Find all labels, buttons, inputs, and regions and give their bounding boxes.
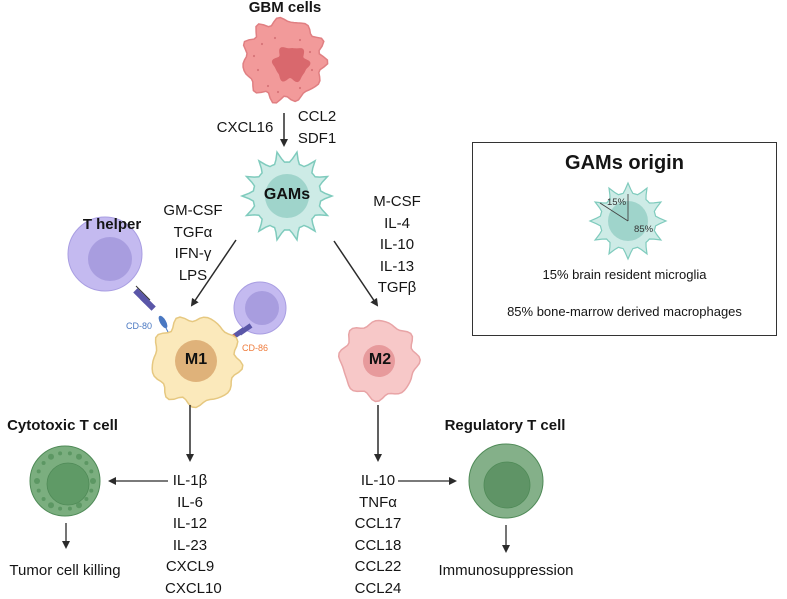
t-helper-2-nucleus	[245, 291, 279, 325]
signal-item: IL-4	[362, 213, 432, 235]
gbm-left-signal: CXCL16	[215, 117, 275, 139]
gams-origin-macrophage-text: 85% bone-marrow derived macrophages	[472, 302, 777, 322]
cytotoxic-outcome: Tumor cell killing	[0, 561, 130, 581]
granule	[261, 43, 263, 45]
granule	[68, 451, 72, 455]
signal-item: IL-13	[362, 256, 432, 278]
granule	[299, 39, 301, 41]
granule	[311, 69, 313, 71]
granule	[48, 502, 54, 508]
cd86-label: CD-86	[242, 343, 268, 353]
granule	[68, 507, 72, 511]
granule	[84, 497, 88, 501]
granule	[277, 91, 279, 93]
cytokine-item: IL-10	[353, 470, 403, 492]
granule	[42, 497, 46, 501]
granule	[257, 69, 259, 71]
signal-item: M-CSF	[362, 191, 432, 213]
regulatory-t-cell-label: Regulatory T cell	[430, 416, 580, 436]
cytokine-item: IL-12	[165, 513, 215, 535]
signal-item: IFN-γ	[158, 243, 228, 265]
t-helper-cell-nucleus	[88, 237, 132, 281]
signal-item: TGFα	[158, 222, 228, 244]
gams-label: GAMs	[254, 186, 320, 204]
cytotoxic-t-cell	[30, 446, 100, 516]
granule	[274, 37, 276, 39]
signal-item: SDF1	[292, 128, 342, 150]
signal-item: IL-10	[362, 234, 432, 256]
t-helper-cell-2	[234, 282, 286, 334]
granule	[37, 469, 41, 473]
cytokine-item: CCL22	[353, 556, 403, 578]
cytokine-item: IL-6	[165, 492, 215, 514]
gbm-cells-label: GBM cells	[235, 0, 335, 18]
gams-origin-title: GAMs origin	[472, 150, 777, 176]
granule	[84, 461, 88, 465]
granule	[89, 469, 93, 473]
regulatory-t-cell-nucleus	[484, 462, 530, 508]
signal-item: TGFβ	[362, 277, 432, 299]
granule	[76, 454, 82, 460]
granule	[42, 461, 46, 465]
m2-label: M2	[360, 351, 400, 369]
m2-inducers: M-CSF IL-4 IL-10 IL-13 TGFβ	[362, 191, 432, 299]
granule	[58, 507, 62, 511]
m1-inducers: GM-CSF TGFα IFN-γ LPS	[158, 200, 228, 286]
cytokine-item: IL-1β	[165, 470, 215, 492]
granule	[34, 478, 40, 484]
gams-origin-microglia-text: 15% brain resident microglia	[472, 265, 777, 285]
regulatory-t-cell	[469, 444, 543, 518]
granule	[253, 55, 255, 57]
granule	[48, 454, 54, 460]
cytotoxic-t-cell-label: Cytotoxic T cell	[0, 416, 125, 436]
m1-secreted-cytokines: IL-1β IL-6 IL-12 IL-23 CXCL9 CXCL10	[165, 470, 215, 599]
cytotoxic-t-cell-nucleus	[47, 463, 89, 505]
granule	[299, 87, 301, 89]
signal-item: LPS	[158, 265, 228, 287]
cytokine-item: TNFα	[353, 492, 403, 514]
granule	[37, 489, 41, 493]
signal-item: CCL2	[292, 106, 342, 128]
m2-secreted-cytokines: IL-10 TNFα CCL17 CCL18 CCL22 CCL24	[353, 470, 403, 599]
granule	[76, 502, 82, 508]
regulatory-outcome: Immunosuppression	[426, 561, 586, 581]
granule	[58, 451, 62, 455]
cytokine-item: CCL18	[353, 535, 403, 557]
cytokine-item: CCL24	[353, 578, 403, 599]
gbm-right-signals: CCL2 SDF1	[292, 106, 342, 149]
cytokine-item: CXCL10	[165, 578, 215, 599]
granule	[90, 478, 96, 484]
cytokine-item: IL-23	[165, 535, 215, 557]
t-helper-receptor	[133, 286, 156, 311]
t-helper-label: T helper	[72, 215, 152, 235]
granule	[309, 51, 311, 53]
signal-item: GM-CSF	[158, 200, 228, 222]
granule	[267, 85, 269, 87]
m1-label: M1	[176, 351, 216, 369]
cd80-label: CD-80	[126, 321, 152, 331]
gbm-cell	[243, 18, 328, 103]
granule	[89, 489, 93, 493]
cytokine-item: CXCL9	[165, 556, 215, 578]
signal-item: CXCL16	[215, 117, 275, 139]
cytokine-item: CCL17	[353, 513, 403, 535]
